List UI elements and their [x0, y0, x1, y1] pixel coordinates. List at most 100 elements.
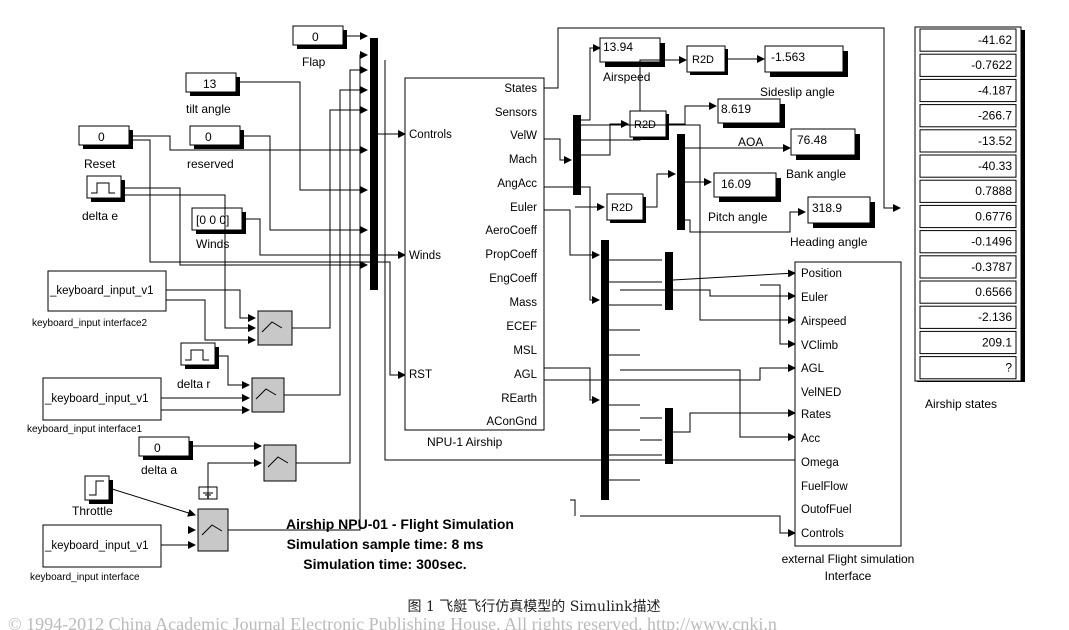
state-row — [919, 305, 1017, 329]
title-line1: Airship NPU-01 - Flight Simulation — [286, 516, 514, 532]
port-position: Position — [801, 268, 842, 280]
keyboard-interface2-block[interactable]: _keyboard_input_v1 — [47, 270, 167, 312]
switch-throttle[interactable] — [197, 508, 229, 552]
port-euler: Euler — [801, 292, 828, 304]
airship-output-ecef: ECEF — [506, 321, 537, 333]
flap-label: Flap — [302, 55, 326, 69]
state-value: -0.3787 — [971, 260, 1012, 274]
state-row — [919, 280, 1017, 304]
switch-delta-a[interactable] — [263, 444, 297, 482]
state-value: -41.62 — [978, 33, 1012, 47]
reserved-label: reserved — [187, 157, 234, 171]
airship-states-label: Airship states — [925, 397, 997, 411]
state-value: 0.6776 — [975, 209, 1012, 223]
flap-constant-block[interactable]: 0 — [292, 25, 347, 49]
aoa-value: 8.619 — [721, 102, 751, 116]
winds-constant-block[interactable]: [0 0 0] — [191, 207, 246, 234]
tilt-angle-constant-block[interactable]: 13 — [185, 72, 240, 96]
port-omega: Omega — [801, 457, 839, 469]
states-rows: -41.62-0.7622-4.187-266.7-13.52-40.330.7… — [919, 28, 1017, 380]
r2d-euler-label: R2D — [611, 202, 633, 214]
airship-output-msl: MSL — [513, 345, 537, 357]
port-airspeed: Airspeed — [801, 316, 846, 328]
winds-value: [0 0 0] — [196, 213, 229, 227]
state-row — [919, 204, 1017, 229]
kb2-label: keyboard_input interface2 — [32, 318, 148, 329]
state-row — [919, 154, 1017, 178]
state-value: 0.6566 — [975, 285, 1012, 299]
throttle-label: Throttle — [72, 504, 113, 518]
delta-a-label: delta a — [141, 463, 177, 477]
airship-output-propcoeff: PropCoeff — [485, 249, 537, 261]
sideslip-label: Sideslip angle — [760, 85, 835, 99]
sideslip-display: -1.563 — [764, 45, 848, 77]
reserved-constant-block[interactable]: 0 — [189, 125, 244, 149]
airship-output-mach: Mach — [509, 154, 537, 166]
airship-output-acongnd: AConGnd — [486, 416, 537, 428]
airspeed-value: 13.94 — [603, 40, 633, 54]
delta-e-label: delta e — [82, 209, 118, 223]
port-fuelflow: FuelFlow — [801, 481, 848, 493]
r2d-sideslip[interactable]: R2D — [686, 45, 728, 75]
controls-mux — [370, 38, 378, 290]
kb2-text: _keyboard_input_v1 — [49, 285, 154, 297]
kb1-text: _keyboard_input_v1 — [44, 393, 149, 405]
interface-label-line1: external Flight simulation — [782, 552, 915, 566]
bank-value: 76.48 — [797, 133, 827, 147]
kb0-text: _keyboard_input_v1 — [44, 540, 149, 552]
switch-delta-r[interactable] — [251, 377, 285, 413]
external-interface-block[interactable] — [794, 261, 902, 547]
airship-output-sensors: Sensors — [495, 107, 537, 119]
airship-output-rearth: REarth — [501, 393, 537, 405]
state-value: -2.136 — [978, 310, 1012, 324]
mux-position — [665, 252, 673, 310]
delta-r-pulse-block[interactable] — [180, 342, 219, 369]
keyboard-interface1-block[interactable]: _keyboard_input_v1 — [42, 377, 162, 421]
keyboard-interface-block[interactable]: _keyboard_input_v1 — [42, 524, 162, 568]
r2d-sideslip-label: R2D — [692, 54, 714, 66]
delta-r-label: delta r — [177, 377, 210, 391]
interface-label-line2: Interface — [825, 569, 872, 583]
delta-a-value: 0 — [154, 441, 161, 455]
airship-block[interactable] — [404, 77, 545, 431]
copyright-watermark: © 1994-2012 China Academic Journal Elect… — [8, 614, 777, 630]
airship-label: NPU-1 Airship — [427, 435, 503, 449]
heading-value: 318.9 — [812, 201, 842, 215]
mux-rates — [665, 408, 673, 464]
state-value: -40.33 — [978, 159, 1012, 173]
delta-a-constant-block[interactable]: 0 — [138, 436, 193, 460]
bank-display: 76.48 — [790, 128, 860, 160]
port-vclimb: VClimb — [801, 340, 838, 352]
pitch-value: 16.09 — [721, 177, 751, 191]
delta-e-pulse-block[interactable] — [86, 175, 125, 202]
pitch-label: Pitch angle — [708, 210, 768, 224]
airship-input-controls: Controls — [409, 129, 452, 141]
state-value: 0.7888 — [975, 184, 1012, 198]
heading-label: Heading angle — [790, 235, 868, 249]
state-value: ? — [1005, 361, 1012, 375]
state-value: -266.7 — [978, 109, 1012, 123]
airship-output-mass: Mass — [510, 297, 538, 309]
demux-3 — [677, 134, 685, 230]
switch-delta-e[interactable] — [257, 310, 293, 346]
throttle-step-block[interactable] — [84, 475, 113, 504]
state-value: -13.52 — [978, 134, 1012, 148]
winds-label: Winds — [196, 237, 229, 251]
state-row — [919, 104, 1017, 128]
port-rates: Rates — [801, 409, 831, 421]
airship-output-engcoeff: EngCoeff — [489, 273, 538, 285]
bank-label: Bank angle — [786, 167, 846, 181]
state-row — [919, 28, 1017, 52]
r2d-euler[interactable]: R2D — [606, 193, 646, 223]
reset-value: 0 — [98, 130, 105, 144]
tilt-value: 13 — [203, 77, 217, 91]
state-value: -0.7622 — [971, 58, 1012, 72]
reset-constant-block[interactable]: 0 — [78, 125, 133, 149]
sideslip-value: -1.563 — [771, 50, 805, 64]
state-row — [919, 330, 1017, 355]
state-value: -0.1496 — [971, 235, 1012, 249]
flap-value: 0 — [312, 30, 319, 44]
port-outoffuel: OutofFuel — [801, 504, 852, 516]
state-row — [919, 179, 1017, 203]
